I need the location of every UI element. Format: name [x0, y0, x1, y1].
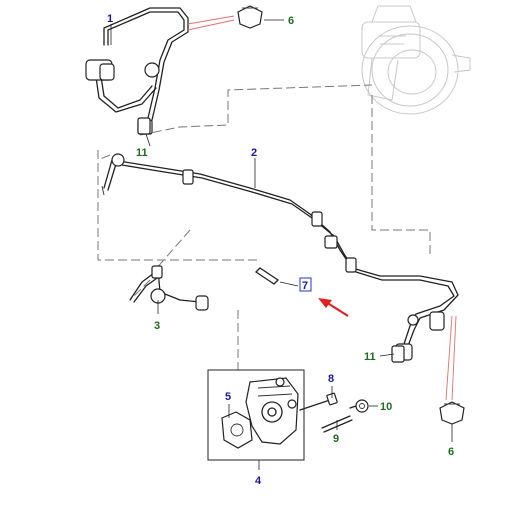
callout-11-top: 11	[136, 147, 148, 159]
callout-8: 8	[328, 373, 334, 385]
part-3-hose	[129, 265, 209, 311]
clip-reference-lines	[187, 15, 457, 401]
callout-5: 5	[225, 391, 231, 403]
callout-7: 7	[302, 280, 308, 292]
callout-9: 9	[333, 433, 339, 445]
part-4-assembly-box	[207, 369, 305, 461]
part-10-nut	[349, 399, 369, 413]
callout-leaders	[110, 19, 453, 470]
callout-11-bottom: 11	[364, 351, 376, 363]
callout-4: 4	[255, 475, 262, 487]
part-9-stud	[321, 415, 353, 433]
vacuum-pump-icon	[221, 377, 299, 449]
callout-1: 1	[107, 13, 113, 25]
callout-3: 3	[154, 320, 160, 332]
callout-6-bottom: 6	[448, 446, 454, 458]
part-8-bolt	[299, 392, 338, 411]
part-7-pipe	[255, 267, 279, 285]
callout-7-highlight	[299, 277, 312, 292]
assembly-guide-lines	[97, 84, 431, 370]
callout-10: 10	[380, 401, 392, 413]
part-1-vacuum-hose	[85, 7, 189, 135]
part-11-connector-top	[137, 117, 151, 135]
part-6-clip-bottom	[439, 401, 465, 425]
callout-2: 2	[251, 147, 257, 159]
brake-booster-icon	[361, 5, 471, 115]
red-arrow-icon	[318, 298, 349, 317]
part-6-clip-top	[237, 5, 263, 29]
callout-6-top: 6	[288, 15, 294, 27]
